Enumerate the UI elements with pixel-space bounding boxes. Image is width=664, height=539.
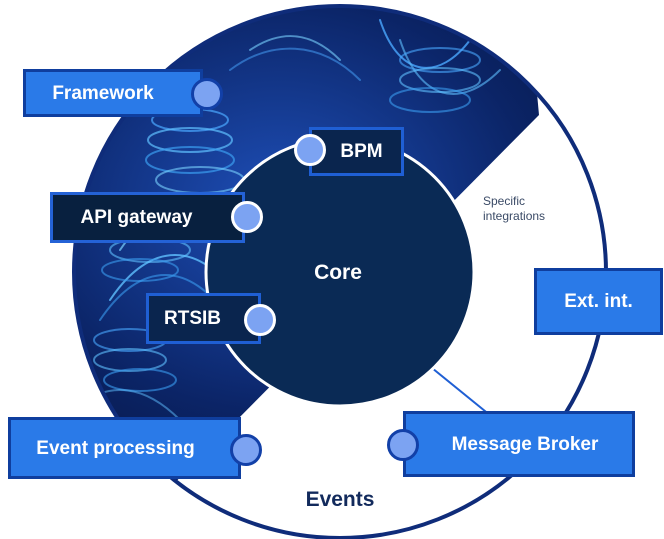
rtsib-label: RTSIB	[164, 308, 221, 329]
framework-connector-dot	[191, 78, 223, 110]
bpm-label: BPM	[340, 141, 383, 162]
bpm-connector-dot	[294, 134, 326, 166]
ext-int-label: Ext. int.	[564, 291, 633, 312]
framework-label: Framework	[52, 82, 154, 104]
api-gateway-label: API gateway	[80, 207, 193, 228]
ext-int-box: Ext. int.	[534, 268, 663, 335]
specific-integrations-label: Specific integrations	[483, 194, 546, 223]
api-gateway-connector-dot	[231, 201, 263, 233]
framework-box: Framework	[23, 69, 203, 117]
api-gateway-box: API gateway	[50, 192, 245, 243]
event-processing-label: Event processing	[36, 437, 195, 459]
events-label: Events	[305, 488, 375, 511]
message-broker-connector-dot	[387, 429, 419, 461]
core-label: Core	[314, 261, 362, 284]
rtsib-box: RTSIB	[146, 293, 261, 344]
message-broker-box: Message Broker	[403, 411, 635, 477]
rtsib-connector-dot	[244, 304, 276, 336]
event-processing-connector-dot	[230, 434, 262, 466]
message-broker-label: Message Broker	[451, 433, 599, 455]
event-processing-box: Event processing	[8, 417, 241, 479]
